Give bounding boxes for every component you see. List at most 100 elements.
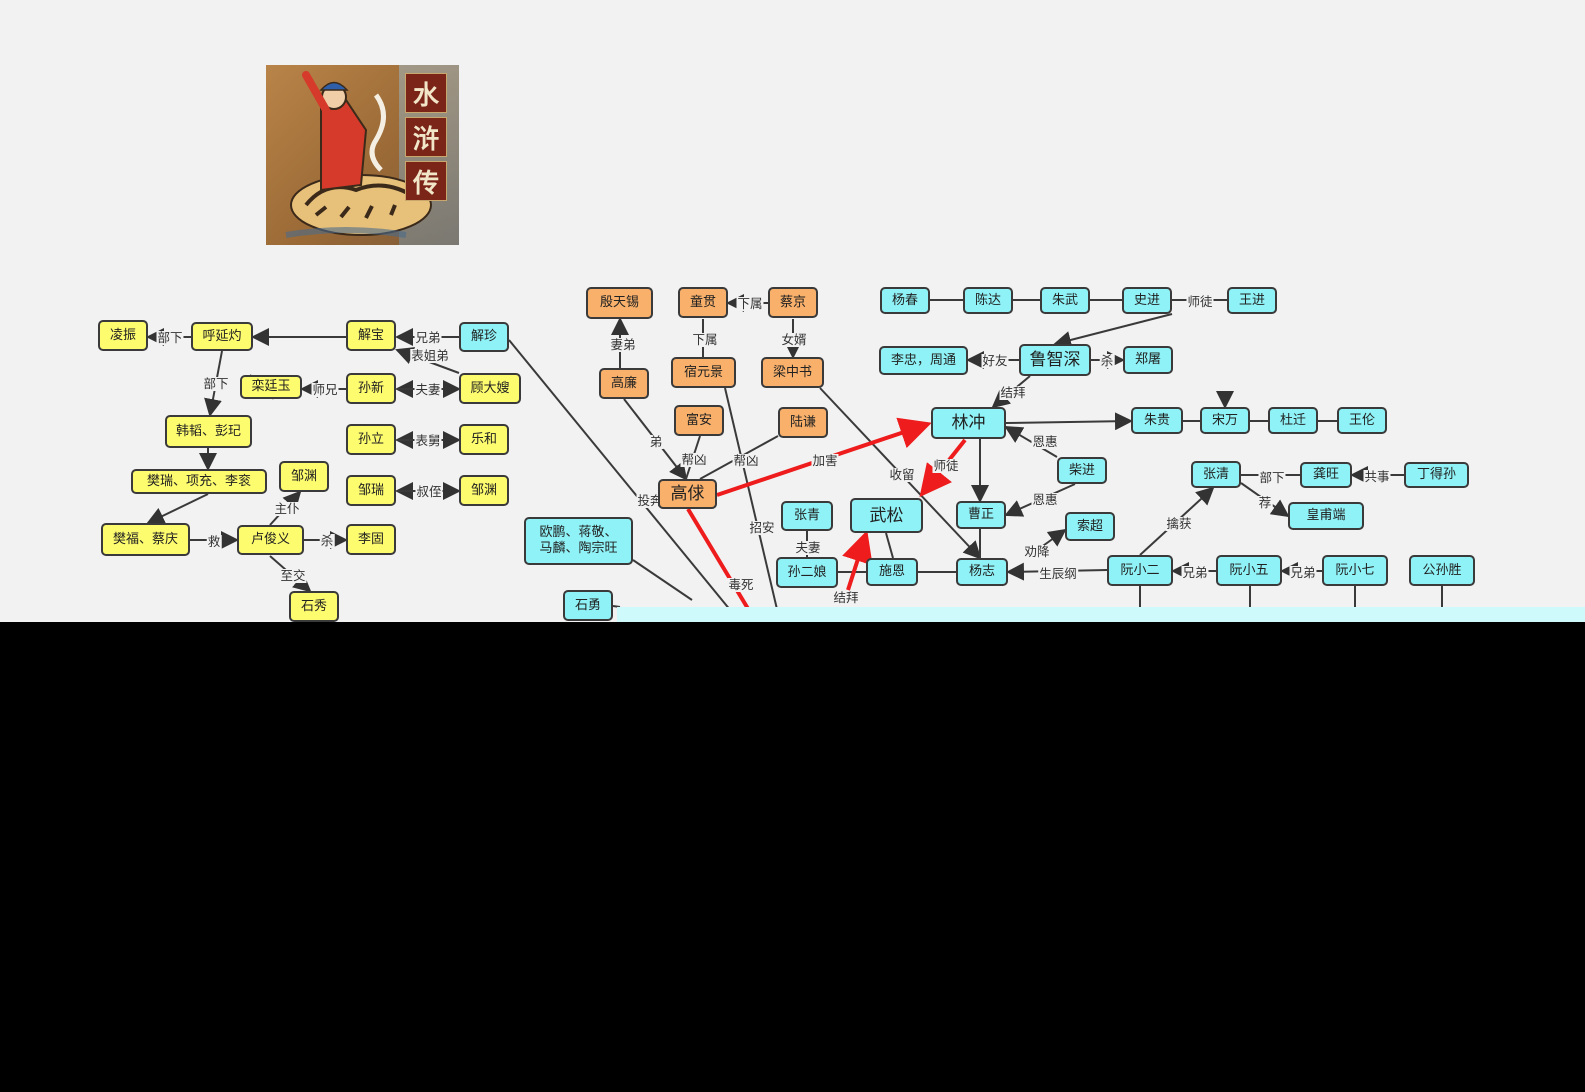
node-yuehe[interactable]: 乐和 <box>459 424 509 455</box>
edge-label: 恩惠 <box>1031 434 1059 449</box>
node-suyuanjing[interactable]: 宿元景 <box>671 357 736 388</box>
node-ruanxiaowu[interactable]: 阮小五 <box>1216 555 1282 586</box>
node-liangzhongshu[interactable]: 梁中书 <box>761 357 824 388</box>
edge-label: 救 <box>206 534 222 549</box>
node-yintianxi[interactable]: 殷天锡 <box>586 287 653 319</box>
node-fanrui[interactable]: 樊瑞、项充、李衮 <box>131 469 267 494</box>
edge-red-3 <box>842 530 873 591</box>
edge-label: 毒死 <box>727 577 755 592</box>
edge-label: 女婿 <box>780 332 808 347</box>
node-gaolian[interactable]: 高廉 <box>599 368 649 399</box>
node-luzhishen[interactable]: 鲁智深 <box>1019 344 1091 376</box>
edge-49 <box>885 532 894 559</box>
cover-figure-drawing <box>285 71 432 238</box>
edge-label: 共事 <box>1363 469 1391 484</box>
node-ruanxiaoer[interactable]: 阮小二 <box>1107 555 1173 586</box>
node-shijin[interactable]: 史进 <box>1122 287 1172 314</box>
node-dingdesun[interactable]: 丁得孙 <box>1404 462 1469 488</box>
node-luqian[interactable]: 陆谦 <box>778 407 828 438</box>
edge-label: 至交 <box>279 568 307 583</box>
edge-label: 投奔 <box>636 493 664 508</box>
node-chaijin[interactable]: 柴进 <box>1057 457 1107 484</box>
edge-label: 加害 <box>811 453 839 468</box>
node-suochao[interactable]: 索超 <box>1065 512 1115 541</box>
edge-label: 杀 <box>1099 353 1115 368</box>
node-zouyuan_a[interactable]: 邹渊 <box>279 461 329 492</box>
edge-3 <box>508 339 741 622</box>
edge-label: 部下 <box>156 330 184 345</box>
node-oupeng[interactable]: 欧鹏、蒋敬、 马麟、陶宗旺 <box>524 517 633 565</box>
node-tongguan[interactable]: 童贯 <box>678 287 728 318</box>
node-sunxin[interactable]: 孙新 <box>346 373 396 404</box>
node-chenda[interactable]: 陈达 <box>963 287 1013 314</box>
edge-label: 兄弟 <box>414 330 442 345</box>
node-zhuwu[interactable]: 朱武 <box>1040 287 1090 314</box>
node-caijing[interactable]: 蔡京 <box>768 287 818 318</box>
edge-label: 部下 <box>202 376 230 391</box>
edge-29 <box>612 605 621 608</box>
edge-label: 主仆 <box>273 501 301 516</box>
node-zourun[interactable]: 邹瑞 <box>346 475 396 506</box>
node-huyanzhuo[interactable]: 呼延灼 <box>191 322 253 351</box>
node-lingzhen[interactable]: 凌振 <box>98 320 148 351</box>
node-huangfuduan[interactable]: 皇甫端 <box>1288 502 1364 530</box>
node-gudasao[interactable]: 顾大嫂 <box>459 373 521 404</box>
node-duqian[interactable]: 杜迁 <box>1268 407 1318 434</box>
node-shien[interactable]: 施恩 <box>866 558 918 586</box>
edge-label: 下属 <box>691 332 719 347</box>
node-ligu[interactable]: 李固 <box>346 524 396 555</box>
edge-label: 表舅 <box>414 433 442 448</box>
node-zhugui[interactable]: 朱贵 <box>1131 407 1183 434</box>
edge-28 <box>632 559 693 601</box>
node-zhangqing[interactable]: 张青 <box>781 501 833 531</box>
edge-label: 帮凶 <box>732 453 760 468</box>
node-lizhong[interactable]: 李忠，周通 <box>879 346 968 375</box>
edge-label: 师兄 <box>311 382 339 397</box>
node-zhangqing2[interactable]: 张清 <box>1191 461 1241 488</box>
node-wangjin[interactable]: 王进 <box>1227 287 1277 314</box>
edge-label: 弟 <box>648 434 664 449</box>
cover-title-char-3: 传 <box>405 161 447 201</box>
node-luantingyu[interactable]: 栾廷玉 <box>240 375 302 399</box>
node-gongsunsheng[interactable]: 公孙胜 <box>1409 555 1475 586</box>
edge-label: 夫妻 <box>414 382 442 397</box>
edge-label: 叔侄 <box>415 484 443 499</box>
node-ruanxiaoqi[interactable]: 阮小七 <box>1322 555 1388 586</box>
node-yangzhi[interactable]: 杨志 <box>956 558 1008 586</box>
edge-red-2 <box>686 507 758 622</box>
node-xiebao[interactable]: 解宝 <box>346 320 396 351</box>
node-zhengtu[interactable]: 郑屠 <box>1123 346 1173 374</box>
cyan-continuation-strip <box>617 607 1585 622</box>
edge-label: 兄弟 <box>1289 565 1317 580</box>
node-shiyong[interactable]: 石勇 <box>563 590 613 621</box>
node-wusong[interactable]: 武松 <box>850 498 923 533</box>
node-hantao[interactable]: 韩韬、彭玘 <box>165 415 252 448</box>
relationship-diagram-canvas: 水 浒 传 部下兄弟表姐弟部下师兄夫妻表舅叔侄主仆救杀至交妻弟下属下属女婿弟帮凶… <box>0 0 1585 622</box>
node-lujunyi[interactable]: 卢俊义 <box>237 525 304 555</box>
cover-title-char-1: 水 <box>405 73 447 113</box>
node-gaoqiu[interactable]: 高俅 <box>658 479 717 509</box>
node-shixiu[interactable]: 石秀 <box>289 591 339 622</box>
edge-label: 妻弟 <box>609 337 637 352</box>
node-xiezhen[interactable]: 解珍 <box>459 322 509 352</box>
edge-26 <box>724 387 781 622</box>
node-sunerniang[interactable]: 孙二娘 <box>776 557 838 588</box>
node-songwan[interactable]: 宋万 <box>1200 407 1250 434</box>
node-sunli[interactable]: 孙立 <box>346 424 396 455</box>
edge-label: 擒获 <box>1165 516 1193 531</box>
node-caozheng[interactable]: 曹正 <box>956 501 1006 529</box>
node-zouyuan_b[interactable]: 邹渊 <box>459 475 509 506</box>
node-wanglun[interactable]: 王伦 <box>1337 407 1387 434</box>
node-linchong[interactable]: 林冲 <box>931 407 1006 439</box>
edge-30 <box>1053 313 1173 349</box>
edge-label: 结拜 <box>999 385 1027 400</box>
node-fanfu[interactable]: 樊福、蔡庆 <box>101 523 190 556</box>
edge-label: 生辰纲 <box>1038 566 1078 581</box>
node-yangchun[interactable]: 杨春 <box>880 287 930 314</box>
edge-label: 师徒 <box>1186 294 1214 309</box>
edge-label: 下属 <box>736 296 764 311</box>
node-fuan[interactable]: 富安 <box>674 405 724 436</box>
edge-label: 师徒 <box>932 458 960 473</box>
node-gongwang[interactable]: 龚旺 <box>1300 462 1352 488</box>
blank-region <box>0 622 1585 1092</box>
